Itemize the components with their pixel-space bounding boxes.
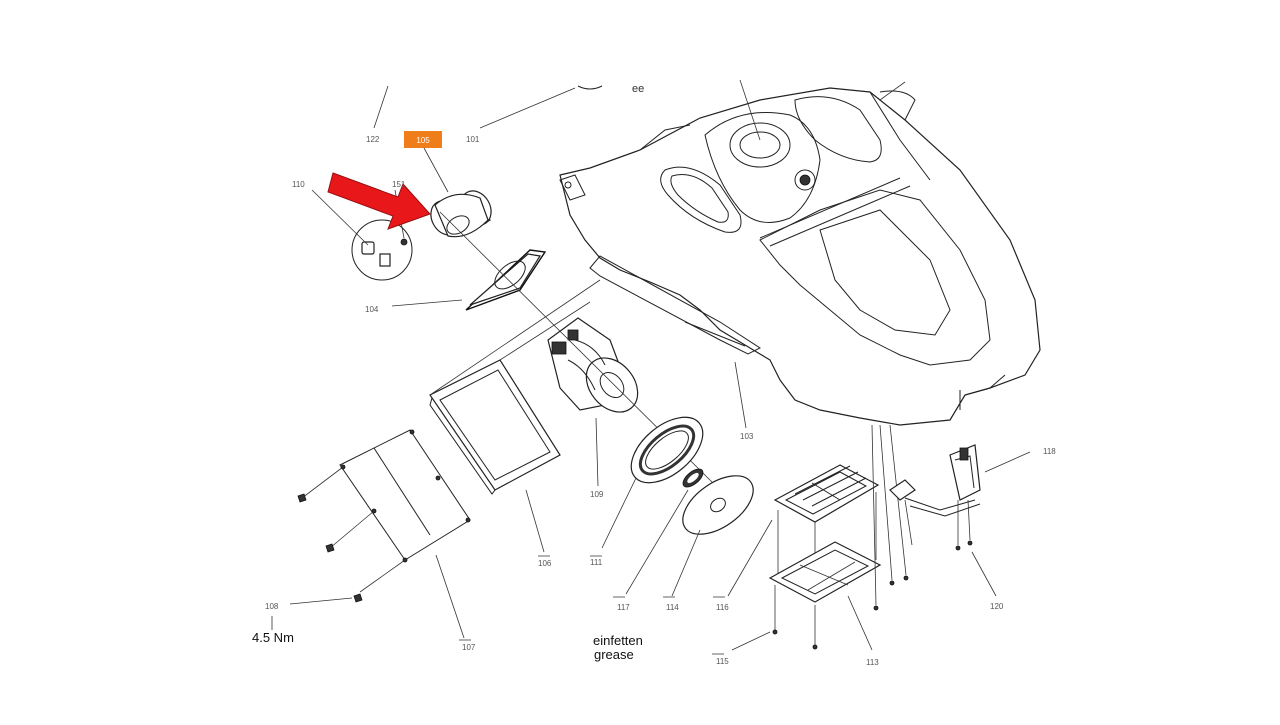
red-arrow-icon <box>327 172 431 230</box>
main-housing <box>559 87 1041 426</box>
part-114-disc <box>671 475 754 597</box>
part-105-sleeve <box>423 147 492 238</box>
torque-note: 4.5 Nm <box>252 630 294 645</box>
callout-114: 114 <box>666 603 679 612</box>
callout-120: 120 <box>990 602 1004 611</box>
callout-113: 113 <box>866 658 879 667</box>
callout-106: 106 <box>538 559 552 568</box>
callout-105: 105 <box>416 136 430 145</box>
part-117-oring <box>625 468 704 595</box>
part-111-ring <box>601 416 704 549</box>
callout-109: 109 <box>590 490 604 499</box>
callout-104: 104 <box>365 305 379 314</box>
part-104-plate <box>391 249 547 311</box>
callout-151: 151 <box>392 180 406 189</box>
grease-note-de: einfetten <box>593 633 643 648</box>
callout-122: 122 <box>366 135 380 144</box>
highlight-label-105 <box>404 131 442 148</box>
part-109-motor <box>547 317 639 487</box>
callout-103: 103 <box>740 432 754 441</box>
callout-111: 111 <box>590 558 603 567</box>
svg-text:ee: ee <box>632 83 644 95</box>
callout-110: 110 <box>292 180 305 189</box>
grid-assembly <box>727 424 909 651</box>
callout-107: 107 <box>462 643 476 652</box>
callout-108: 108 <box>265 602 279 611</box>
callout-101: 101 <box>466 135 480 144</box>
callout-117: 117 <box>617 603 630 612</box>
grease-note-en: grease <box>594 647 634 662</box>
filter-frame <box>271 279 601 639</box>
callout-115: 115 <box>716 657 729 666</box>
bracket-118 <box>889 444 1031 597</box>
callout-116: 116 <box>716 603 729 612</box>
callout-118: 118 <box>1043 447 1056 456</box>
